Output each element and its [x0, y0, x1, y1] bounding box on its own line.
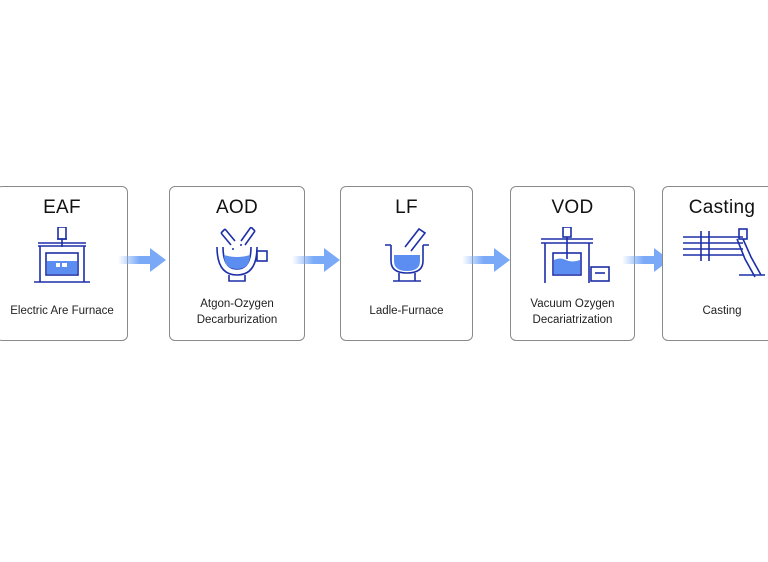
vod-vessel-icon [540, 227, 610, 283]
ladle-furnace-icon [384, 227, 429, 282]
step-name-line: Decarburization [196, 314, 278, 326]
step-title: AOD [215, 197, 259, 218]
step-name-line: Decariatrization [532, 314, 613, 326]
arrow-right-icon [118, 248, 166, 272]
step-aod-card: AOD Atgon-Ozygen Decarburization [169, 186, 305, 341]
step-title: Casting [688, 197, 756, 218]
arrow-right-icon [462, 248, 510, 272]
step-name: Atgon-Ozygen Decarburization [170, 296, 304, 328]
step-name: Vacuum Ozygen Decariatrization [511, 296, 634, 328]
casting-machine-icon [683, 228, 765, 278]
step-title: LF [395, 197, 418, 218]
arrow-right-icon [292, 248, 340, 272]
step-title: VOD [551, 197, 594, 218]
step-lf-card: LF Ladle-Furnace [340, 186, 473, 341]
electric-arc-furnace-icon [34, 227, 90, 283]
step-name: Casting [702, 305, 742, 317]
step-name: Electric Are Furnace [10, 305, 114, 317]
step-name-line: Atgon-Ozygen [200, 298, 274, 310]
arrow-right-icon [622, 248, 670, 272]
step-casting-card: Casting Casting [662, 186, 768, 341]
step-name: Ladle-Furnace [369, 305, 444, 317]
step-vod-card: VOD Vacuum Ozygen Decariatrization [510, 186, 635, 341]
step-title: EAF [43, 197, 81, 218]
aod-converter-icon [216, 227, 268, 282]
step-name-line: Vacuum Ozygen [530, 298, 615, 310]
step-eaf-card: EAF Electric Are Furnace [0, 186, 128, 341]
